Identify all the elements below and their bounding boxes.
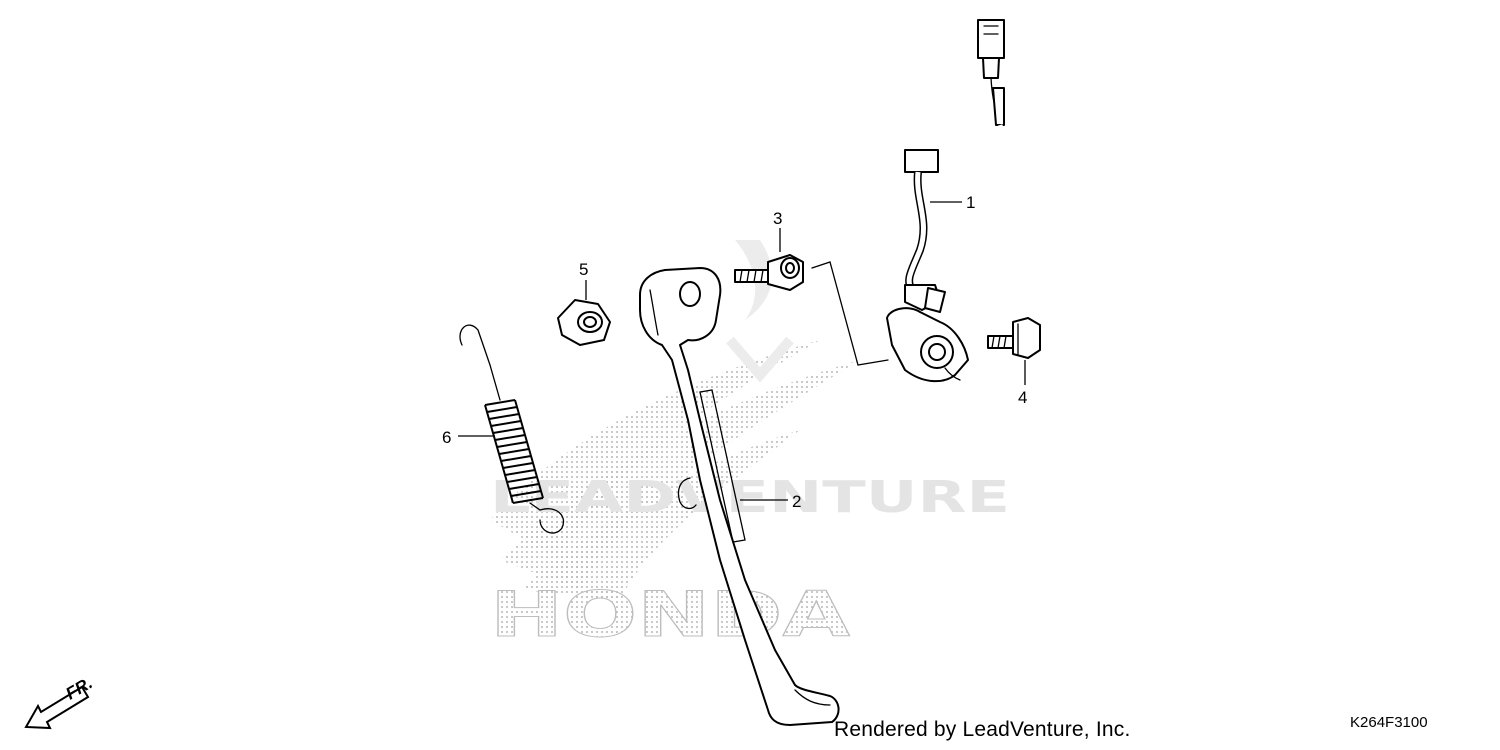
arrow-down-left-icon	[24, 685, 90, 730]
callout-2[interactable]: 2	[792, 492, 801, 511]
callout-1[interactable]: 1	[966, 193, 975, 212]
watermark-vendor-text: LEADVENTURE	[490, 472, 1010, 523]
part-1-side-stand-switch[interactable]	[886, 19, 1005, 383]
callout-3[interactable]: 3	[773, 209, 782, 228]
part-2-side-stand[interactable]	[639, 267, 840, 726]
callout-4[interactable]: 4	[1018, 388, 1027, 407]
assembly-line-3-to-switch	[811, 261, 889, 366]
watermark: HONDA LEADVENTURE	[490, 240, 1010, 652]
part-5-nut[interactable]	[557, 299, 611, 346]
part-6-spring[interactable]	[459, 324, 565, 534]
render-credit: Rendered by LeadVenture, Inc.	[834, 718, 1131, 741]
watermark-brand-text: HONDA	[490, 578, 850, 651]
diagram-code: K264F3100	[1350, 714, 1428, 731]
part-4-flange-bolt[interactable]	[987, 317, 1041, 359]
part-3-pivot-bolt[interactable]	[734, 254, 804, 291]
callout-6[interactable]: 6	[442, 428, 451, 447]
callout-5[interactable]: 5	[579, 260, 588, 279]
front-direction-indicator: FR.	[24, 673, 96, 730]
